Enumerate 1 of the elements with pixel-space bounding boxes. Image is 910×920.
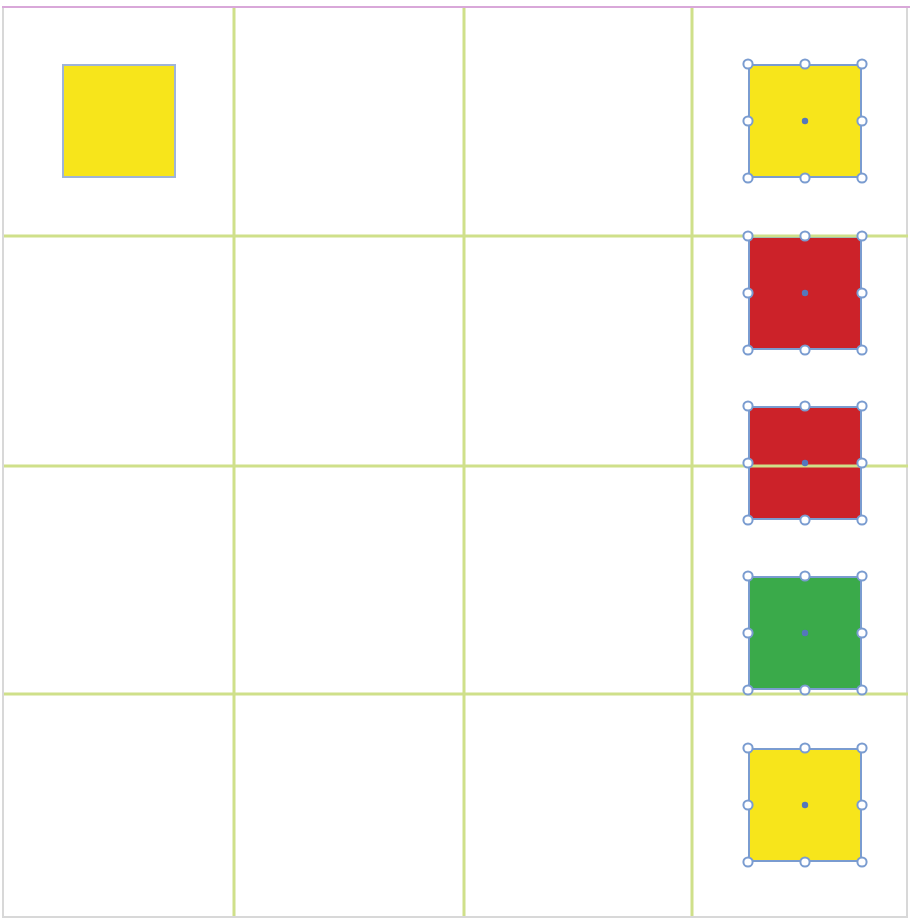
square xyxy=(62,64,176,178)
